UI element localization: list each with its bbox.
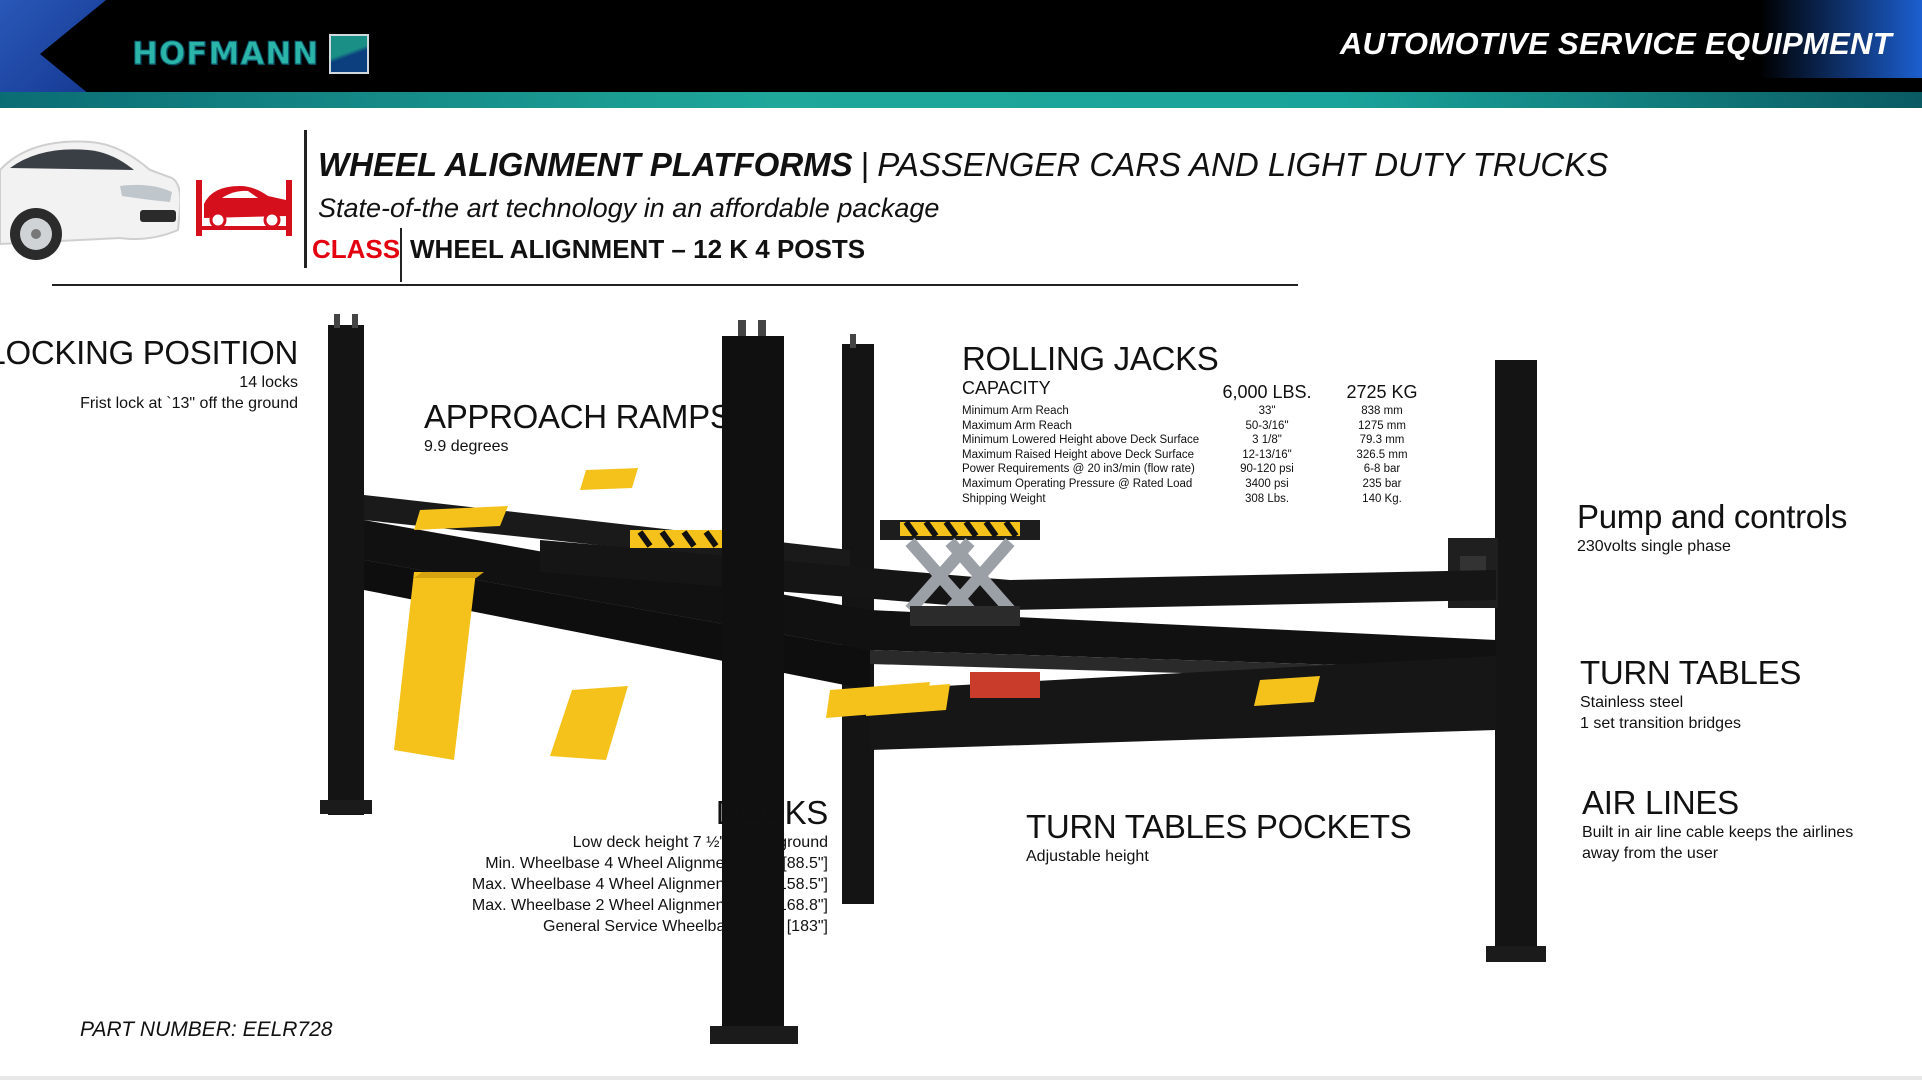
- locking-position-line2: Frist lock at `13" off the ground: [80, 395, 298, 412]
- page-title-rest: PASSENGER CARS AND LIGHT DUTY TRUCKS: [877, 146, 1609, 183]
- page-title-strong: WHEEL ALIGNMENT PLATFORMS: [318, 146, 853, 183]
- spec-label: Minimum Lowered Height above Deck Surfac…: [962, 434, 1200, 447]
- spec-label: Minimum Arm Reach: [962, 405, 1069, 417]
- spec-imperial: 33": [1258, 405, 1276, 417]
- spec-row: Minimum Arm Reach 33" 838 mm: [962, 404, 1452, 419]
- spec-metric: 235 bar: [1362, 477, 1402, 490]
- specs-header: 6,000 LBS. 2725 KG: [1222, 382, 1452, 403]
- approach-ramps-line1: 9.9 degrees: [424, 438, 509, 455]
- spec-label: Power Requirements @ 20 in3/min (flow ra…: [962, 463, 1195, 476]
- approach-ramps-block: APPROACH RAMPS 9.9 degrees: [424, 398, 732, 457]
- page-subtitle: State-of-the art technology in an afford…: [318, 193, 940, 223]
- locking-position-title: LOCKING POSITION: [0, 334, 298, 371]
- spec-row: Shipping Weight 308 Lbs. 140 Kg.: [962, 492, 1452, 507]
- header-bar: [0, 0, 1922, 108]
- footer-line: [0, 1076, 1922, 1080]
- post-front-middle: [722, 336, 784, 1040]
- alignment-lift-illustration: [320, 314, 1546, 1044]
- spec-metric: 838 mm: [1361, 405, 1403, 417]
- approach-ramp-left: [394, 572, 476, 760]
- turn-table-pockets-block: TURN TABLES POCKETS Adjustable height: [1026, 808, 1412, 867]
- air-lines-title: AIR LINES: [1582, 784, 1739, 821]
- title-rule: [52, 284, 1298, 286]
- turntable-pocket: [826, 682, 930, 718]
- post-back-left: [328, 325, 364, 815]
- decks-line2: Min. Wheelbase 4 Wheel Alignment 2248 [8…: [485, 855, 828, 872]
- spec-imperial: 308 Lbs.: [1244, 492, 1290, 505]
- decks-line5: General Service Wheelbase 4646 [183"]: [543, 918, 828, 935]
- air-lines-block: AIR LINES Built in air line cable keeps …: [1582, 784, 1853, 864]
- title-divider: [304, 130, 307, 268]
- turn-tables-line2: 1 set transition bridges: [1580, 715, 1741, 732]
- spec-label: Maximum Operating Pressure @ Rated Load: [962, 477, 1193, 490]
- pump-controls-block: Pump and controls 230volts single phase: [1577, 498, 1847, 557]
- pump-controls-line1: 230volts single phase: [1577, 538, 1731, 555]
- rolling-jacks-specs-table: Minimum Arm Reach 33" 838 mm Maximum Arm Re…: [962, 404, 1452, 506]
- specs-col-kg: 2725 KG: [1346, 382, 1418, 402]
- pump-controls-title: Pump and controls: [1577, 498, 1848, 535]
- deck-left: [364, 520, 1496, 670]
- spec-metric: 1275 mm: [1358, 419, 1406, 432]
- turn-tables-line1: Stainless steel: [1580, 694, 1684, 711]
- air-lines-line2: away from the user: [1582, 845, 1719, 862]
- spec-imperial: 50-3/16": [1245, 419, 1289, 432]
- class-value: WHEEL ALIGNMENT – 12 K 4 POSTS: [410, 234, 866, 264]
- header-title: AUTOMOTIVE SERVICE EQUIPMENT: [1339, 26, 1892, 61]
- approach-ramp-left-top: [414, 506, 508, 530]
- locking-position-line1: 14 locks: [239, 374, 298, 391]
- decks-line1: Low deck height 7 ½" off the ground: [572, 834, 828, 851]
- title-separator: |: [860, 146, 870, 183]
- lift-icon: [196, 180, 292, 236]
- spec-imperial: 90-120 psi: [1240, 463, 1294, 476]
- approach-ramps-title: APPROACH RAMPS: [424, 398, 732, 435]
- rolling-jacks-capacity-label: CAPACITY: [962, 378, 1051, 398]
- turn-table-pockets-line1: Adjustable height: [1026, 848, 1149, 865]
- spec-metric: 6-8 bar: [1363, 463, 1401, 476]
- approach-ramp-left-rear: [550, 686, 628, 760]
- decks-line3: Max. Wheelbase 4 Wheel Alignment 4026 [1…: [471, 876, 828, 893]
- deck-right: [540, 540, 1496, 610]
- spec-label: Shipping Weight: [962, 492, 1046, 505]
- spec-imperial: 3400 psi: [1245, 477, 1289, 490]
- specs-col-lbs: 6,000 LBS.: [1222, 382, 1312, 402]
- decks-title: DECKS: [715, 794, 829, 831]
- decks-line4: Max. Wheelbase 2 Wheel Alignment 4288 [1…: [471, 897, 828, 914]
- rolling-jacks-title: ROLLING JACKS: [962, 340, 1219, 377]
- spec-label: Maximum Raised Height above Deck Surface: [962, 448, 1195, 461]
- turn-table-pockets-title: TURN TABLES POCKETS: [1026, 808, 1412, 845]
- header-teal-stripe: [0, 92, 1922, 108]
- specs-table-body: Minimum Arm Reach 33" 838 mm Maximum Arm Re…: [962, 404, 1452, 506]
- class-divider: [400, 228, 402, 282]
- brand-mark-icon: [329, 34, 370, 74]
- spec-metric: 79.3 mm: [1359, 434, 1405, 447]
- class-label: CLASS: [312, 234, 401, 264]
- page-title: WHEEL ALIGNMENT PLATFORMS|PASSENGER CARS…: [318, 146, 1608, 184]
- header-right-accent: [1760, 0, 1922, 78]
- approach-ramp-right: [1254, 676, 1320, 706]
- part-number: PART NUMBER: EELR728: [80, 1018, 333, 1041]
- turn-tables-title: TURN TABLES: [1580, 654, 1802, 691]
- post-back-right: [1495, 360, 1537, 960]
- spec-metric: 140 Kg.: [1362, 492, 1402, 505]
- spec-metric: 326.5 mm: [1356, 448, 1408, 461]
- brand-name: HOFMANN: [131, 36, 320, 73]
- air-lines-line1: Built in air line cable keeps the airlin…: [1582, 824, 1854, 841]
- rolling-jacks-block: ROLLING JACKS CAPACITY: [962, 340, 1219, 399]
- turn-tables-block: TURN TABLES Stainless steel 1 set transi…: [1580, 654, 1801, 734]
- locking-position-block: LOCKING POSITION 14 locks Frist lock at …: [0, 334, 298, 414]
- spec-imperial: 12-13/16": [1242, 448, 1292, 461]
- spec-row: Maximum Operating Pressure @ Rated Load 3…: [962, 477, 1452, 492]
- spec-row: Maximum Raised Height above Deck Surface…: [962, 448, 1452, 463]
- spec-row: Maximum Arm Reach 50-3/16" 1275 mm: [962, 419, 1452, 434]
- spec-imperial: 3 1/8": [1252, 434, 1282, 447]
- spec-row: Power Requirements @ 20 in3/min (flow ra…: [962, 462, 1452, 477]
- spec-row: Minimum Lowered Height above Deck Surfac…: [962, 433, 1452, 448]
- car-icon: [0, 140, 180, 260]
- brand-logo: HOFMANN: [131, 34, 370, 74]
- decks-block: DECKS Low deck height 7 ½" off the groun…: [472, 794, 828, 937]
- spec-label: Maximum Arm Reach: [962, 419, 1072, 432]
